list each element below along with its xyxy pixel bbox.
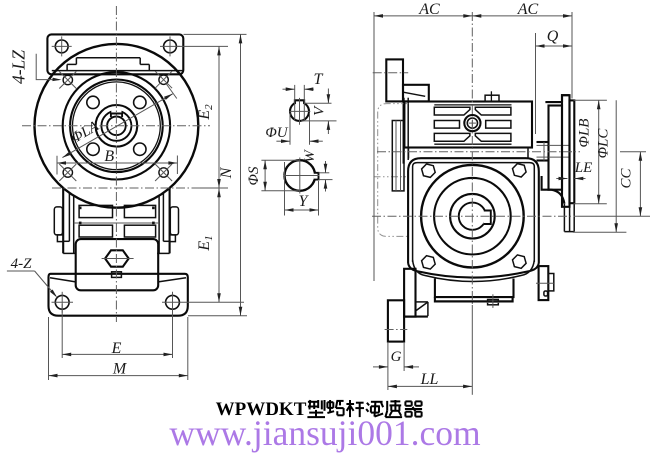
svg-text:Y: Y <box>299 193 310 210</box>
svg-text:LL: LL <box>420 371 439 388</box>
svg-text:M: M <box>112 361 128 378</box>
svg-text:LE: LE <box>574 160 593 176</box>
svg-text:G: G <box>391 349 402 365</box>
svg-text:4-LZ: 4-LZ <box>9 50 29 84</box>
svg-text:Q: Q <box>547 28 559 45</box>
svg-text:B: B <box>104 148 114 165</box>
svg-text:E: E <box>111 340 122 357</box>
svg-text:T: T <box>314 71 324 88</box>
svg-text:ΦS: ΦS <box>246 166 262 185</box>
svg-text:ΦU: ΦU <box>265 125 288 141</box>
svg-text:www.jiansuji001.com: www.jiansuji001.com <box>169 413 481 453</box>
svg-text:4-Z: 4-Z <box>11 256 32 272</box>
svg-text:AC: AC <box>418 1 440 18</box>
svg-text:V: V <box>312 105 328 116</box>
svg-text:AC: AC <box>517 1 539 18</box>
svg-text:WPWDKT: WPWDKT <box>216 399 307 420</box>
svg-text:W: W <box>302 149 318 163</box>
svg-text:CC: CC <box>619 168 635 189</box>
svg-text:N: N <box>218 166 235 179</box>
svg-text:ΦLC: ΦLC <box>596 128 612 159</box>
svg-text:ΦLB: ΦLB <box>577 119 593 148</box>
